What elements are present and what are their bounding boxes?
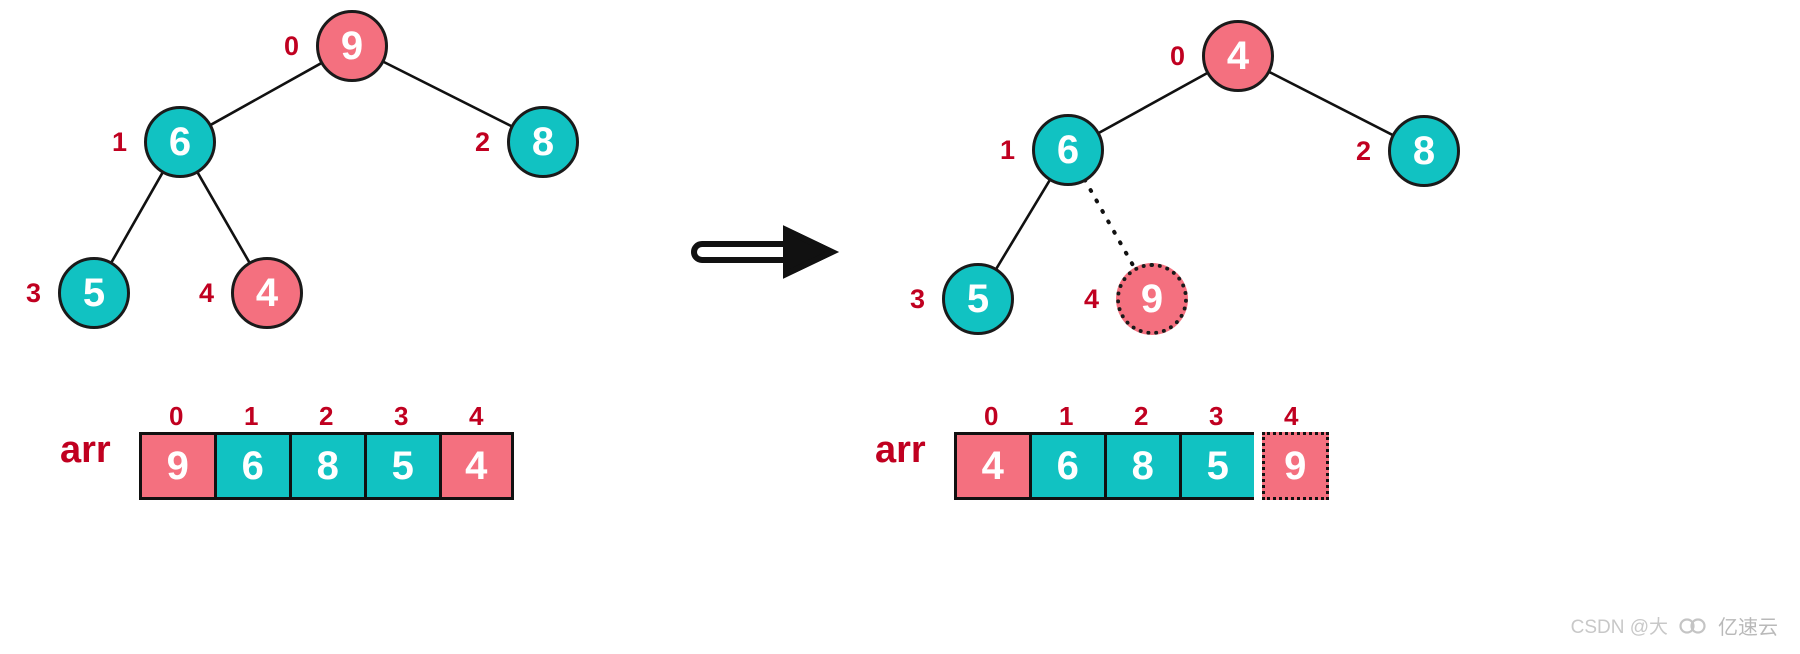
tree-node-2: 8 [507, 106, 579, 178]
array-cell: 4 [953, 432, 1029, 500]
array-index-label: 2 [1133, 401, 1149, 431]
tree-node-3: 5 [58, 257, 130, 329]
array-label: arr [875, 428, 926, 471]
array-cell: 9 [138, 432, 214, 500]
array-cell: 5 [1178, 432, 1254, 500]
array-index-label: 3 [1208, 401, 1224, 431]
right-arrow-icon [690, 222, 840, 282]
tree-node-4: 4 [231, 257, 303, 329]
tree-edge [381, 59, 514, 129]
tree-node-1: 6 [144, 106, 216, 178]
array-cell: 6 [1028, 432, 1104, 500]
tree-node-0: 9 [316, 10, 388, 82]
tree-edge [109, 170, 165, 265]
array-label: arr [60, 428, 111, 471]
array-index-label: 0 [983, 401, 999, 431]
tree-edge [1096, 71, 1210, 135]
watermark: CSDN @大 亿速云 [1571, 611, 1778, 640]
array-index-label: 2 [318, 401, 334, 431]
tree-edge [208, 61, 324, 127]
array-index-label: 1 [1058, 401, 1074, 431]
tree-node-index-label: 0 [284, 31, 300, 61]
tree-node-index-label: 1 [112, 127, 128, 157]
tree-edge [195, 170, 252, 265]
tree-edge [994, 177, 1052, 272]
tree-node-index-label: 3 [26, 278, 42, 308]
tree-node-4: 9 [1116, 263, 1188, 335]
tree-node-1: 6 [1032, 114, 1104, 186]
array-index-label: 3 [393, 401, 409, 431]
array-cell: 8 [288, 432, 364, 500]
array-index-label: 4 [1283, 401, 1299, 431]
array-index-label: 4 [468, 401, 484, 431]
tree-edge [1082, 177, 1138, 272]
array-cell: 4 [438, 432, 514, 500]
tree-node-0: 4 [1202, 20, 1274, 92]
tree-node-index-label: 2 [475, 127, 491, 157]
array-cell: 6 [213, 432, 289, 500]
array-index-label: 1 [243, 401, 259, 431]
watermark-cn: 亿速云 [1718, 617, 1778, 639]
tree-node-index-label: 1 [1000, 135, 1016, 165]
array-cell: 5 [363, 432, 439, 500]
array-cell: 8 [1103, 432, 1179, 500]
tree-node-2: 8 [1388, 115, 1460, 187]
cloud-icon [1678, 616, 1708, 636]
tree-node-index-label: 2 [1356, 136, 1372, 166]
tree-node-3: 5 [942, 263, 1014, 335]
tree-node-index-label: 4 [199, 278, 215, 308]
array-index-label: 0 [168, 401, 184, 431]
watermark-csdn: CSDN @大 [1570, 617, 1668, 638]
array-cell: 9 [1261, 432, 1329, 500]
tree-node-index-label: 3 [910, 284, 926, 314]
tree-node-index-label: 4 [1084, 284, 1100, 314]
tree-edge [1266, 70, 1396, 137]
tree-node-index-label: 0 [1170, 41, 1186, 71]
